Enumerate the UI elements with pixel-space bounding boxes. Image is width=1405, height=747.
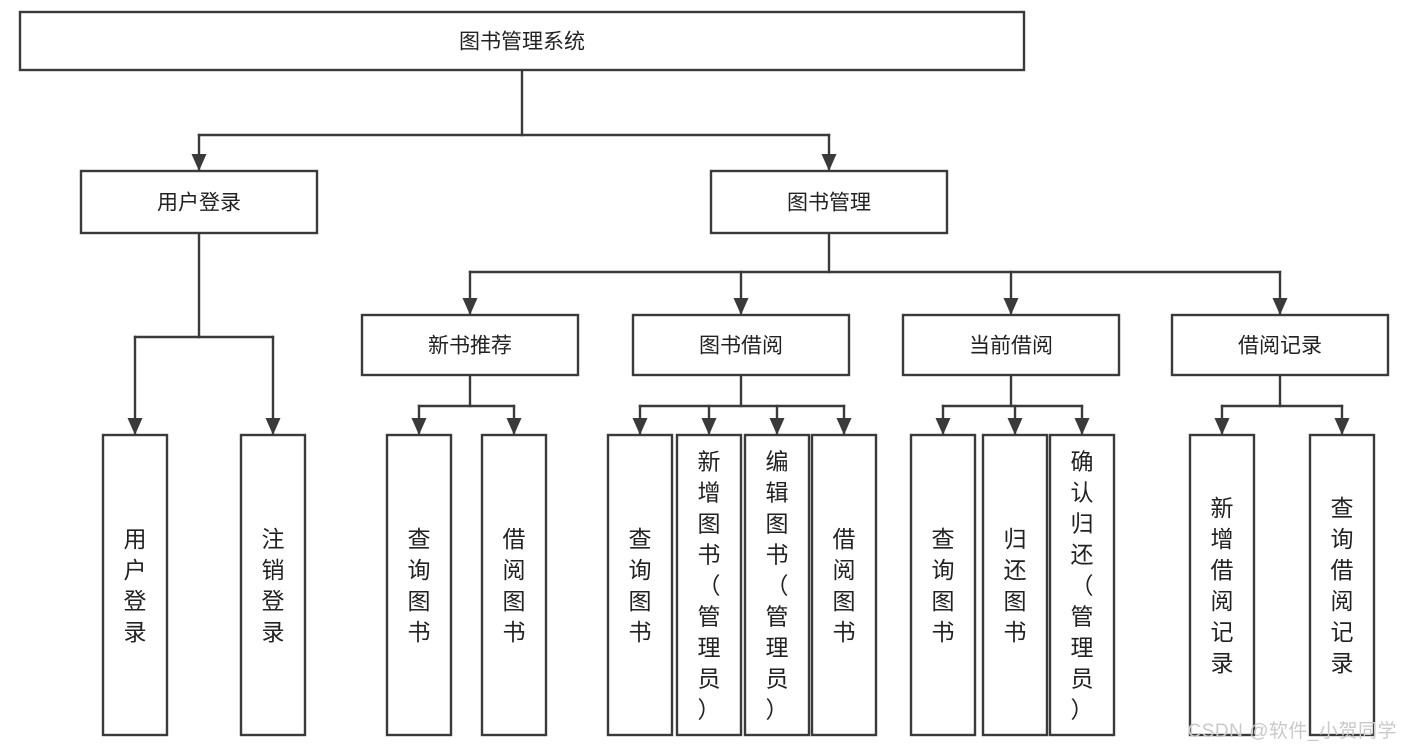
- node-box-root: [18, 10, 1026, 72]
- connector-layer: [127, 68, 1350, 436]
- node-leaf-query-book-1[interactable]: 查询图书: [385, 433, 453, 737]
- arrow-head-icon: [769, 418, 785, 435]
- node-label-leaf-confirm-return: 确认归还（管理员）: [1071, 449, 1094, 723]
- arrow-head-icon: [127, 418, 143, 435]
- node-label-leaf-return-book: 归还图书: [1004, 526, 1027, 645]
- node-book-borrow[interactable]: 图书借阅: [631, 313, 851, 377]
- arrow-head-icon: [1074, 418, 1090, 435]
- node-label-leaf-add-borrow-record: 新增借阅记录: [1211, 495, 1234, 676]
- node-label-book-borrow: 图书借阅: [699, 335, 783, 358]
- node-leaf-query-borrow-record[interactable]: 查询借阅记录: [1308, 433, 1376, 737]
- node-leaf-borrow-book-1[interactable]: 借阅图书: [480, 433, 548, 737]
- node-label-leaf-user-logout: 注销登录: [262, 526, 285, 645]
- node-box-leaf-user-logout: [239, 433, 307, 737]
- node-current-borrow[interactable]: 当前借阅: [901, 313, 1121, 377]
- arrow-head-icon: [733, 298, 749, 315]
- node-label-leaf-user-login: 用户登录: [124, 526, 147, 645]
- node-label-leaf-edit-book: 编辑图书（管理员）: [766, 449, 789, 723]
- arrow-head-icon: [1003, 298, 1019, 315]
- arrow-head-icon: [836, 418, 852, 435]
- node-layer: 图书管理系统用户登录图书管理新书推荐图书借阅当前借阅借阅记录用户登录注销登录查询…: [18, 10, 1390, 737]
- node-box-borrow-record: [1170, 313, 1390, 377]
- node-box-book-manage: [709, 169, 949, 235]
- connector-group-root: [191, 68, 837, 172]
- node-label-root: 图书管理系统: [459, 31, 585, 54]
- arrow-head-icon: [411, 418, 427, 435]
- node-label-leaf-query-borrow-record: 查询借阅记录: [1331, 495, 1354, 676]
- node-leaf-query-book-2[interactable]: 查询图书: [606, 433, 674, 737]
- node-leaf-borrow-book-2[interactable]: 借阅图书: [810, 433, 878, 737]
- node-label-leaf-query-book-2: 查询图书: [629, 526, 652, 645]
- arrow-head-icon: [935, 418, 951, 435]
- node-leaf-add-borrow-record[interactable]: 新增借阅记录: [1188, 433, 1256, 737]
- node-user-login[interactable]: 用户登录: [79, 169, 319, 235]
- node-label-current-borrow: 当前借阅: [969, 335, 1053, 358]
- node-leaf-user-logout[interactable]: 注销登录: [239, 433, 307, 737]
- arrow-head-icon: [265, 418, 281, 435]
- connector-group-new-book-recommend: [411, 373, 522, 436]
- node-root[interactable]: 图书管理系统: [18, 10, 1026, 72]
- arrow-head-icon: [462, 298, 478, 315]
- arrow-head-icon: [821, 154, 837, 171]
- node-box-leaf-add-book: [675, 433, 743, 737]
- connector-group-book-manage: [462, 231, 1288, 316]
- node-label-user-login: 用户登录: [157, 192, 241, 215]
- node-borrow-record[interactable]: 借阅记录: [1170, 313, 1390, 377]
- node-leaf-query-book-3[interactable]: 查询图书: [909, 433, 977, 737]
- node-box-leaf-confirm-return: [1048, 433, 1116, 737]
- node-leaf-edit-book[interactable]: 编辑图书（管理员）: [743, 433, 811, 737]
- node-box-leaf-borrow-book-1: [480, 433, 548, 737]
- node-label-leaf-borrow-book-1: 借阅图书: [503, 526, 526, 645]
- node-box-leaf-query-book-2: [606, 433, 674, 737]
- node-box-leaf-borrow-book-2: [810, 433, 878, 737]
- node-leaf-confirm-return[interactable]: 确认归还（管理员）: [1048, 433, 1116, 737]
- node-leaf-user-login[interactable]: 用户登录: [101, 433, 169, 737]
- connector-group-book-borrow: [632, 373, 852, 436]
- node-box-new-book-recommend: [360, 313, 580, 377]
- node-label-leaf-add-book: 新增图书（管理员）: [698, 449, 721, 723]
- arrow-head-icon: [632, 418, 648, 435]
- arrow-head-icon: [506, 418, 522, 435]
- node-box-current-borrow: [901, 313, 1121, 377]
- arrow-head-icon: [1007, 418, 1023, 435]
- node-box-book-borrow: [631, 313, 851, 377]
- node-box-user-login: [79, 169, 319, 235]
- connector-group-user-login: [127, 231, 281, 436]
- connector-group-borrow-record: [1214, 373, 1350, 436]
- node-label-book-manage: 图书管理: [787, 192, 871, 215]
- node-book-manage[interactable]: 图书管理: [709, 169, 949, 235]
- node-leaf-add-book[interactable]: 新增图书（管理员）: [675, 433, 743, 737]
- arrow-head-icon: [1272, 298, 1288, 315]
- node-box-leaf-return-book: [981, 433, 1049, 737]
- node-label-new-book-recommend: 新书推荐: [428, 335, 512, 358]
- node-box-leaf-add-borrow-record: [1188, 433, 1256, 737]
- arrow-head-icon: [1334, 418, 1350, 435]
- node-box-leaf-user-login: [101, 433, 169, 737]
- node-box-leaf-query-book-1: [385, 433, 453, 737]
- node-box-leaf-query-borrow-record: [1308, 433, 1376, 737]
- connector-group-current-borrow: [935, 373, 1090, 436]
- node-new-book-recommend[interactable]: 新书推荐: [360, 313, 580, 377]
- node-label-leaf-query-book-3: 查询图书: [932, 526, 955, 645]
- arrow-head-icon: [1214, 418, 1230, 435]
- node-label-leaf-query-book-1: 查询图书: [408, 526, 431, 645]
- node-label-leaf-borrow-book-2: 借阅图书: [833, 526, 856, 645]
- node-box-leaf-edit-book: [743, 433, 811, 737]
- arrow-head-icon: [701, 418, 717, 435]
- node-leaf-return-book[interactable]: 归还图书: [981, 433, 1049, 737]
- node-label-borrow-record: 借阅记录: [1238, 335, 1322, 358]
- node-box-leaf-query-book-3: [909, 433, 977, 737]
- arrow-head-icon: [191, 154, 207, 171]
